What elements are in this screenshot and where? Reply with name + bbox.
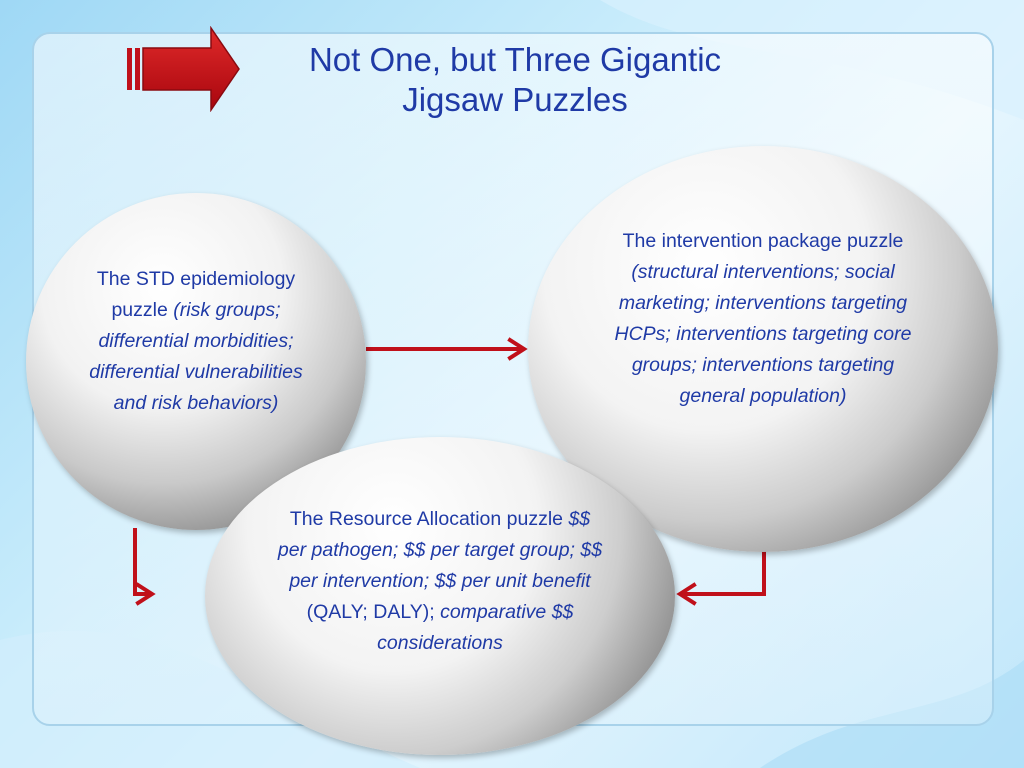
std-puzzle-text: The STD epidemiology puzzle (risk groups… — [80, 264, 312, 419]
title-line-2: Jigsaw Puzzles — [402, 81, 628, 118]
intervention-puzzle-text: The intervention package puzzle (structu… — [598, 226, 928, 412]
resource-puzzle-detail-tail: comparative $$ considerations — [377, 600, 574, 654]
resource-puzzle-detail-plain: (QALY; DALY); — [306, 600, 435, 623]
intervention-puzzle-lead: The intervention package puzzle — [622, 230, 904, 252]
resource-puzzle-lead: The Resource Allocation puzzle — [289, 507, 564, 530]
slide-title: Not One, but Three Gigantic Jigsaw Puzzl… — [250, 40, 780, 120]
resource-puzzle-text: The Resource Allocation puzzle $$ per pa… — [275, 504, 605, 659]
resource-puzzle-detail: $$ per pathogen; $$ per target group; $$… — [277, 507, 603, 592]
block-arrow-right-icon — [127, 26, 240, 112]
std-puzzle-detail: (risk groups; differential morbidities; … — [89, 299, 303, 414]
resource-allocation-puzzle-circle: The Resource Allocation puzzle $$ per pa… — [205, 437, 675, 755]
std-puzzle-lead: The STD epidemiology puzzle — [96, 268, 296, 321]
intervention-puzzle-detail: (structural interventions; social market… — [614, 261, 912, 407]
title-line-1: Not One, but Three Gigantic — [308, 41, 722, 78]
